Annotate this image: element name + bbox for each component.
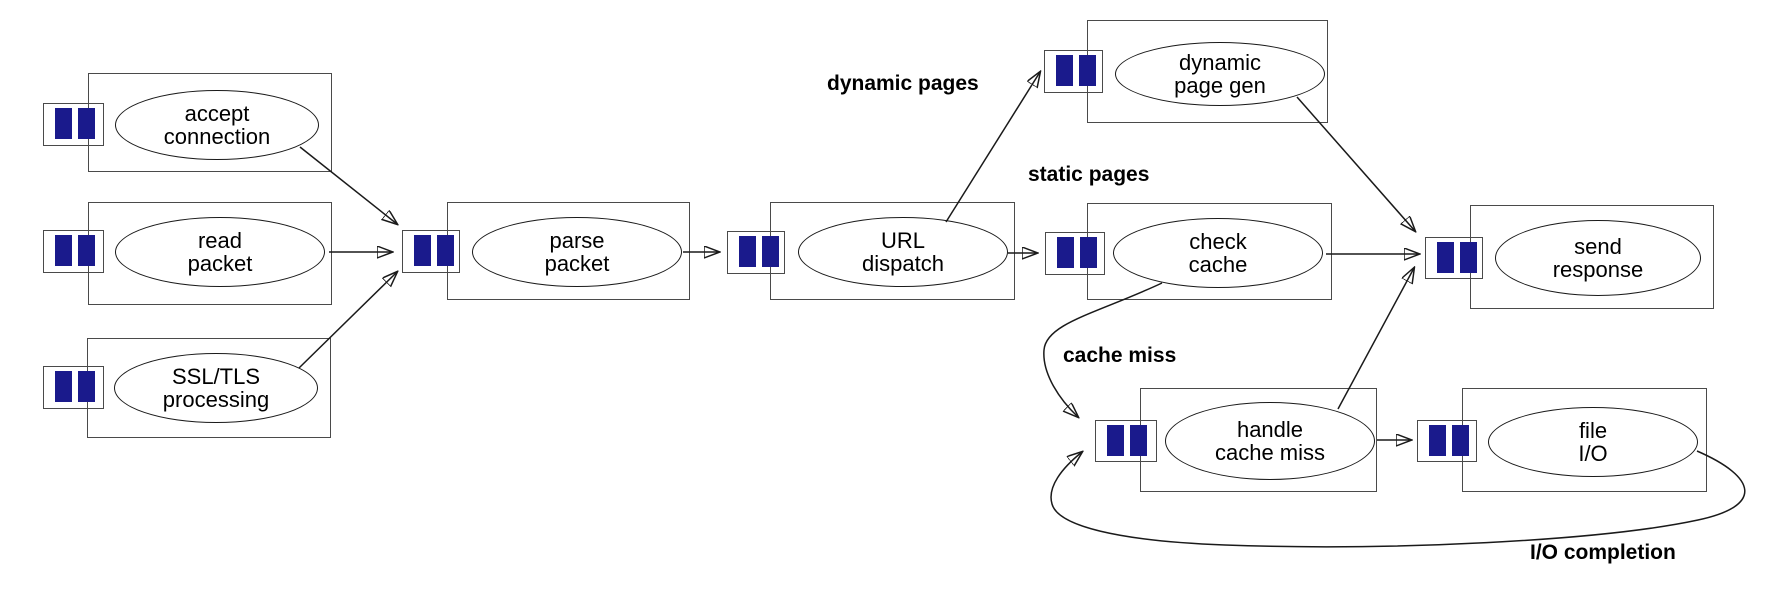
queue-icon-url-dispatch (727, 231, 785, 274)
stage-ellipse-url-dispatch: URL dispatch (798, 217, 1008, 287)
queue-slot-icon (78, 235, 95, 266)
edge-label-cache-miss: cache miss (1063, 344, 1177, 367)
stage-ellipse-check-cache: check cache (1113, 218, 1323, 288)
stage-label: URL (880, 227, 925, 253)
queue-slot-icon (1130, 425, 1147, 456)
queue-slot-icon (1079, 55, 1096, 86)
queue-icon-check-cache (1045, 232, 1105, 275)
stage-label: response (1552, 257, 1644, 282)
queue-slot-icon (1452, 425, 1469, 456)
queue-slot-icon (762, 236, 779, 267)
queue-icon-ssl-tls-processing (43, 366, 104, 409)
queue-icon-parse-packet (402, 230, 460, 273)
stage-label: page gen (1174, 73, 1266, 98)
stage-ellipse-send-response: send response (1495, 220, 1701, 296)
queue-icon-file-io (1417, 420, 1477, 462)
stage-ellipse-read-packet: read packet (115, 217, 325, 287)
queue-slot-icon (414, 235, 431, 266)
queue-icon-accept-connection (43, 103, 104, 146)
stage-ellipse-accept-connection: accept connection (115, 90, 319, 160)
edge-label-dynamic-pages: dynamic pages (827, 72, 979, 95)
stage-label: packet (544, 251, 610, 276)
stage-label: file (1578, 417, 1608, 443)
queue-slot-icon (1460, 242, 1477, 273)
stage-label: handle (1236, 416, 1304, 442)
stage-ellipse-parse-packet: parse packet (472, 217, 682, 287)
stage-label: connection (163, 124, 271, 149)
queue-icon-read-packet (43, 230, 104, 273)
queue-icon-dynamic-page-gen (1044, 50, 1103, 93)
stage-ellipse-ssl-tls-processing: SSL/TLS processing (114, 353, 318, 423)
queue-slot-icon (1437, 242, 1454, 273)
edge-label-static-pages: static pages (1028, 163, 1150, 186)
stage-label: dispatch (862, 251, 944, 276)
queue-slot-icon (1107, 425, 1124, 456)
queue-icon-send-response (1425, 237, 1483, 279)
stage-label: accept (184, 100, 250, 126)
queue-slot-icon (1056, 55, 1073, 86)
stage-label: dynamic (1179, 49, 1261, 75)
stage-label: parse (549, 227, 605, 253)
queue-slot-icon (55, 108, 72, 139)
stage-label: check (1189, 228, 1247, 254)
stage-ellipse-dynamic-page-gen: dynamic page gen (1115, 42, 1325, 106)
queue-icon-handle-cache-miss (1095, 420, 1157, 462)
stage-ellipse-handle-cache-miss: handle cache miss (1165, 402, 1375, 480)
queue-slot-icon (1057, 237, 1074, 268)
stage-label: processing (162, 387, 270, 412)
stage-label: packet (187, 251, 253, 276)
queue-slot-icon (739, 236, 756, 267)
queue-slot-icon (55, 235, 72, 266)
queue-slot-icon (55, 371, 72, 402)
stage-ellipse-file-io: file I/O (1488, 407, 1698, 477)
queue-slot-icon (1080, 237, 1097, 268)
queue-slot-icon (1429, 425, 1446, 456)
edge-label-io-completion: I/O completion (1530, 541, 1676, 564)
stage-label: read (197, 227, 243, 253)
stage-label: cache (1188, 252, 1248, 277)
queue-slot-icon (78, 371, 95, 402)
stage-label: SSL/TLS (171, 363, 261, 389)
stage-label: cache miss (1214, 440, 1326, 465)
stage-label: I/O (1578, 441, 1608, 466)
stage-label: send (1574, 233, 1622, 259)
queue-slot-icon (78, 108, 95, 139)
queue-slot-icon (437, 235, 454, 266)
